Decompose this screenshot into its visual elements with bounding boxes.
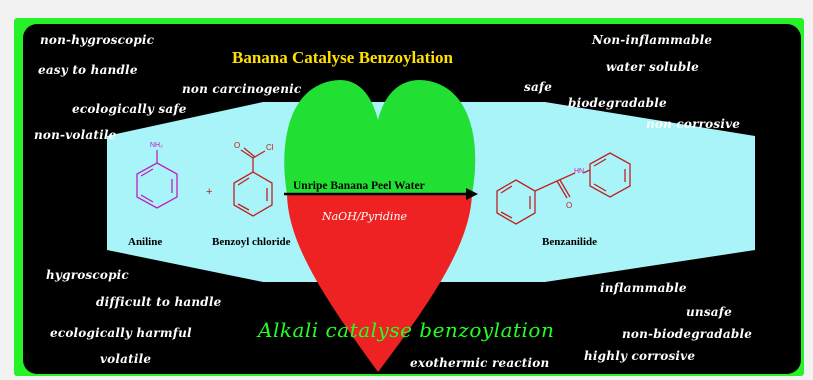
alkali-condition-label: NaOH/Pyridine	[322, 210, 408, 223]
green-property: non corrosive	[646, 117, 741, 131]
benzoyl-cl-label: Cl	[266, 143, 274, 152]
reactant-benzoyl-chloride-label: Benzoyl chloride	[212, 236, 291, 248]
green-property: biodegradable	[568, 96, 667, 110]
alkali-property: highly corrosive	[584, 349, 696, 363]
green-property: Non-inflammable	[592, 33, 713, 47]
reactant-aniline-label: Aniline	[128, 236, 163, 248]
benzanilide-o-label: O	[566, 201, 572, 210]
heart-bottom-red	[287, 194, 472, 372]
green-property: non-volatile	[34, 128, 117, 142]
alkali-property: volatile	[100, 352, 152, 366]
green-condition-label: Unripe Banana Peel Water	[293, 180, 425, 192]
plus-sign: +	[206, 186, 212, 198]
alkali-property: non-biodegradable	[622, 327, 753, 341]
green-property: non-hygroscopic	[40, 33, 155, 47]
alkali-subtitle: Alkali catalyse benzoylation	[258, 318, 555, 342]
green-property: safe	[524, 80, 553, 94]
diagram-title: Banana Catalyse Benzoylation	[232, 48, 454, 67]
benzanilide-nh-label: HN	[574, 168, 584, 175]
product-benzanilide-label: Benzanilide	[542, 236, 598, 248]
benzoyl-o-label: O	[234, 141, 240, 150]
alkali-property: unsafe	[686, 305, 732, 319]
heart-top-green	[284, 80, 476, 194]
alkali-property: ecologically harmful	[50, 326, 192, 340]
reaction-arrowhead	[466, 188, 478, 200]
alkali-property: exothermic reaction	[410, 356, 550, 370]
green-property: water soluble	[606, 60, 700, 74]
alkali-property: inflammable	[600, 281, 687, 295]
benzoyl-chloride-structure	[233, 147, 273, 217]
aniline-structure	[136, 150, 178, 209]
green-property: easy to handle	[38, 63, 138, 77]
alkali-property: hygroscopic	[46, 268, 129, 282]
green-property: ecologically safe	[72, 102, 187, 116]
benzanilide-structure	[496, 152, 631, 225]
aniline-nh2-label: NH₂	[150, 142, 163, 149]
green-property: non carcinogenic	[182, 82, 302, 96]
alkali-property: difficult to handle	[96, 295, 222, 309]
